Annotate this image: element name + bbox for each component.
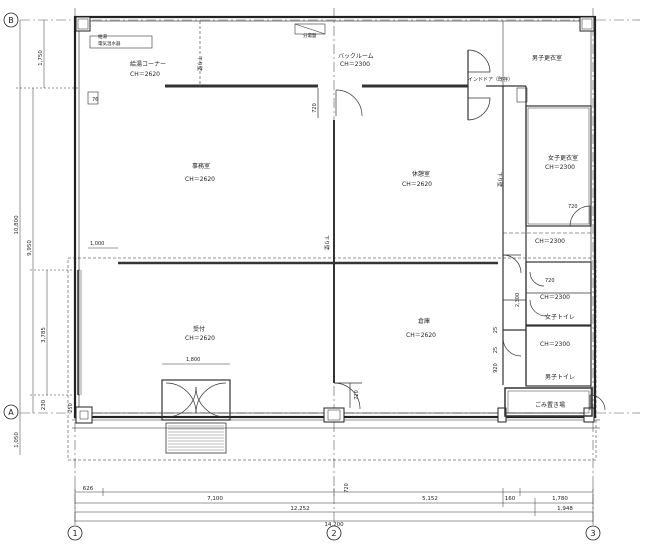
- columns: [75, 16, 595, 424]
- svg-text:B: B: [8, 16, 14, 25]
- label-sagari-kabe-2: 下り壁: [323, 235, 330, 250]
- svg-text:250: 250: [68, 403, 74, 413]
- interior-dim-lines: [88, 247, 230, 365]
- left-dimensions: [16, 20, 80, 455]
- label-mens-toilet: 男子トイレ: [545, 374, 575, 381]
- interior-dim-labels: 1,000 1,800 720 720 720 720 76 2,300 25 …: [68, 97, 578, 493]
- label-backroom-ch: CH＝2300: [340, 61, 370, 68]
- label-sagari-kabe-3: 下り壁: [496, 172, 503, 187]
- svg-text:25: 25: [493, 347, 499, 353]
- grid-lines: [20, 8, 640, 522]
- svg-text:1: 1: [72, 529, 77, 538]
- label-ch-2300-b: CH＝2300: [540, 294, 570, 301]
- svg-text:1,800: 1,800: [186, 357, 200, 363]
- label-kyuto-ch: CH＝2620: [130, 71, 160, 78]
- left-dimension-labels: 1,750 10,800 9,950 3,785 230 1,050: [14, 50, 47, 448]
- bottom-dimensions: [74, 486, 594, 525]
- svg-text:1,050: 1,050: [14, 432, 20, 448]
- svg-text:5,152: 5,152: [422, 496, 438, 502]
- label-soko: 倉庫: [418, 317, 430, 325]
- label-kyukeishitsu: 休憩室: [412, 170, 430, 178]
- svg-text:720: 720: [568, 204, 578, 210]
- svg-text:1,780: 1,780: [552, 496, 568, 502]
- label-inside-door: インドドア（既存）: [468, 76, 513, 83]
- interior-walls: [77, 21, 593, 417]
- label-ch-2300-a: CH＝2300: [535, 238, 565, 245]
- svg-text:14,200: 14,200: [324, 522, 344, 528]
- grid-bubble-b: B: [3, 12, 19, 28]
- svg-text:920: 920: [493, 363, 499, 373]
- svg-text:9,950: 9,950: [27, 240, 33, 256]
- label-womens-changing: 女子更衣室: [548, 154, 578, 162]
- bottom-dimension-labels: 626 7,100 5,152 160 1,780 12,252 1,948 1…: [83, 486, 574, 528]
- grid-bubble-1: 1: [67, 525, 83, 541]
- fixtures: [87, 23, 528, 105]
- svg-text:76: 76: [92, 97, 98, 103]
- label-sagari-kabe-1: 下り壁: [196, 56, 203, 71]
- label-womens-toilet: 女子トイレ: [545, 313, 575, 321]
- svg-text:1,750: 1,750: [38, 50, 44, 66]
- label-bunden: 分電盤: [303, 32, 317, 39]
- svg-text:720: 720: [545, 278, 555, 284]
- svg-text:1,948: 1,948: [557, 506, 573, 512]
- svg-text:720: 720: [344, 483, 350, 493]
- svg-text:3,785: 3,785: [41, 327, 47, 343]
- label-kyukeishitsu-ch: CH＝2620: [402, 181, 432, 188]
- label-backroom: バックルーム: [338, 53, 374, 60]
- grid-bubble-a: A: [3, 404, 19, 420]
- label-jimushitsu-ch: CH＝2620: [185, 176, 215, 183]
- svg-text:626: 626: [83, 486, 94, 492]
- label-soko-ch: CH＝2620: [406, 332, 436, 339]
- svg-text:230: 230: [41, 399, 47, 410]
- svg-text:720: 720: [354, 390, 360, 400]
- label-denki-tank: 電気温水器: [98, 40, 121, 47]
- svg-text:12,252: 12,252: [290, 506, 309, 512]
- label-ch-2300-c: CH＝2300: [540, 341, 570, 348]
- svg-text:1,000: 1,000: [90, 241, 104, 247]
- label-denki-tank-alt: 給湯: [98, 33, 107, 40]
- svg-text:2,300: 2,300: [515, 293, 521, 307]
- svg-text:7,100: 7,100: [207, 496, 223, 502]
- svg-text:A: A: [8, 408, 14, 417]
- room-labels: 給湯コーナー CH＝2620 給湯 電気温水器 分電盤 バックルーム CH＝23…: [98, 32, 578, 409]
- svg-text:160: 160: [505, 496, 516, 502]
- label-uketsuke: 受付: [193, 325, 205, 333]
- grid-bubble-2: 2: [326, 525, 342, 541]
- label-gomi: ごみ置き場: [535, 401, 565, 409]
- label-womens-changing-ch: CH＝2300: [545, 164, 575, 171]
- grid-bubble-3: 3: [585, 525, 601, 541]
- svg-text:2: 2: [331, 529, 336, 538]
- label-mens-changing: 男子更衣室: [532, 54, 562, 62]
- entrance-doors: [161, 379, 231, 454]
- svg-text:3: 3: [590, 529, 595, 538]
- entrance-mat: [168, 425, 224, 451]
- doors: [317, 49, 606, 411]
- label-jimushitsu: 事務室: [192, 162, 210, 170]
- svg-text:25: 25: [493, 327, 499, 333]
- svg-text:10,800: 10,800: [14, 215, 20, 235]
- label-kyuto-corner: 給湯コーナー: [130, 60, 166, 68]
- label-uketsuke-ch: CH＝2620: [185, 335, 215, 342]
- svg-text:720: 720: [312, 103, 318, 113]
